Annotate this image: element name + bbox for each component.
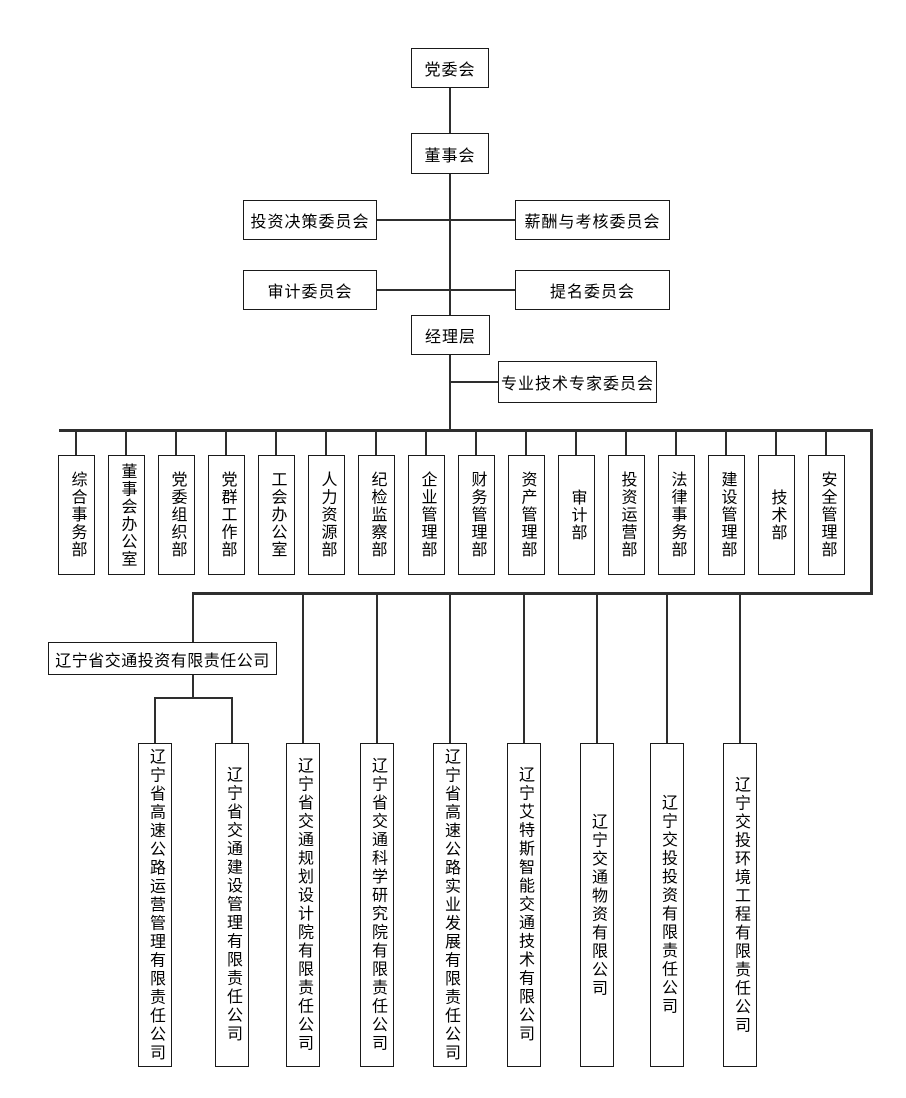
node-department-14: 技术部 bbox=[758, 455, 795, 575]
connector-subsidiary-drop-8 bbox=[739, 595, 741, 743]
connector-dept-drop-13 bbox=[725, 431, 727, 455]
node-management-layer: 经理层 bbox=[411, 315, 490, 355]
connector-dept-drop-0 bbox=[75, 431, 77, 455]
node-subsidiary-7: 辽宁交投投资有限责任公司 bbox=[650, 743, 684, 1067]
department-label: 技术部 bbox=[768, 488, 786, 542]
department-label: 工会办公室 bbox=[268, 471, 286, 559]
node-department-15: 安全管理部 bbox=[808, 455, 845, 575]
node-department-11: 投资运营部 bbox=[608, 455, 645, 575]
connector-expert-branch bbox=[450, 381, 498, 383]
department-label: 投资运营部 bbox=[618, 471, 636, 559]
connector-dept-drop-10 bbox=[575, 431, 577, 455]
node-party-committee: 党委会 bbox=[411, 48, 489, 88]
node-department-9: 资产管理部 bbox=[508, 455, 545, 575]
node-holding-company: 辽宁省交通投资有限责任公司 bbox=[48, 642, 277, 675]
subsidiary-label: 辽宁交通物资有限公司 bbox=[589, 812, 606, 998]
node-department-10: 审计部 bbox=[558, 455, 595, 575]
node-department-2: 党委组织部 bbox=[158, 455, 195, 575]
connector-subsidiary-drop-2 bbox=[302, 595, 304, 743]
connector-committee-row-1 bbox=[377, 219, 516, 221]
subsidiary-label: 辽宁艾特斯智能交通技术有限公司 bbox=[516, 766, 533, 1044]
node-department-13: 建设管理部 bbox=[708, 455, 745, 575]
subsidiary-label: 辽宁省交通建设管理有限责任公司 bbox=[224, 766, 241, 1044]
connector-holding-feed bbox=[192, 595, 194, 642]
node-expert-committee: 专业技术专家委员会 bbox=[498, 361, 657, 403]
node-subsidiary-5: 辽宁艾特斯智能交通技术有限公司 bbox=[507, 743, 541, 1067]
connector-dept-drop-2 bbox=[175, 431, 177, 455]
connector-pair-bus bbox=[154, 697, 233, 699]
department-label: 董事会办公室 bbox=[118, 462, 136, 568]
connector-committee-row-2 bbox=[377, 289, 516, 291]
connector-dept-drop-14 bbox=[775, 431, 777, 455]
department-label: 党群工作部 bbox=[218, 471, 236, 559]
node-subsidiary-8: 辽宁交投环境工程有限责任公司 bbox=[723, 743, 757, 1067]
subsidiary-label: 辽宁交投投资有限责任公司 bbox=[659, 794, 676, 1016]
subsidiary-label: 辽宁省交通规划设计院有限责任公司 bbox=[295, 757, 312, 1053]
node-department-6: 纪检监察部 bbox=[358, 455, 395, 575]
node-board-of-directors: 董事会 bbox=[411, 133, 489, 174]
subsidiary-label: 辽宁交投环境工程有限责任公司 bbox=[732, 775, 749, 1035]
department-label: 人力资源部 bbox=[318, 471, 336, 559]
connector-party-board bbox=[449, 88, 451, 135]
connector-pair-drop-2 bbox=[231, 699, 233, 743]
connector-dept-drop-9 bbox=[525, 431, 527, 455]
connector-subsidiary-drop-5 bbox=[523, 595, 525, 743]
connector-subsidiary-bus bbox=[192, 592, 873, 595]
node-subsidiary-0: 辽宁省高速公路运营管理有限责任公司 bbox=[138, 743, 172, 1067]
connector-holding-drop bbox=[192, 675, 194, 699]
subsidiary-label: 辽宁省交通科学研究院有限责任公司 bbox=[369, 757, 386, 1053]
department-label: 资产管理部 bbox=[518, 471, 536, 559]
department-label: 企业管理部 bbox=[418, 471, 436, 559]
connector-board-management bbox=[449, 174, 451, 316]
node-department-4: 工会办公室 bbox=[258, 455, 295, 575]
node-department-3: 党群工作部 bbox=[208, 455, 245, 575]
node-subsidiary-1: 辽宁省交通建设管理有限责任公司 bbox=[215, 743, 249, 1067]
node-subsidiary-6: 辽宁交通物资有限公司 bbox=[580, 743, 614, 1067]
node-subsidiary-3: 辽宁省交通科学研究院有限责任公司 bbox=[360, 743, 394, 1067]
node-nomination-committee: 提名委员会 bbox=[515, 270, 670, 310]
connector-management-down bbox=[449, 355, 451, 430]
node-investment-decision-committee: 投资决策委员会 bbox=[243, 200, 377, 240]
node-audit-committee: 审计委员会 bbox=[243, 270, 377, 310]
node-subsidiary-2: 辽宁省交通规划设计院有限责任公司 bbox=[286, 743, 320, 1067]
connector-dept-drop-3 bbox=[225, 431, 227, 455]
node-subsidiary-4: 辽宁省高速公路实业发展有限责任公司 bbox=[433, 743, 467, 1067]
node-department-7: 企业管理部 bbox=[408, 455, 445, 575]
connector-subsidiary-drop-7 bbox=[666, 595, 668, 743]
connector-subsidiary-drop-6 bbox=[596, 595, 598, 743]
department-label: 纪检监察部 bbox=[368, 471, 386, 559]
connector-dept-drop-15 bbox=[825, 431, 827, 455]
department-label: 党委组织部 bbox=[168, 471, 186, 559]
subsidiary-label: 辽宁省高速公路实业发展有限责任公司 bbox=[442, 747, 459, 1063]
node-department-0: 综合事务部 bbox=[58, 455, 95, 575]
department-label: 审计部 bbox=[568, 488, 586, 542]
connector-dept-drop-11 bbox=[625, 431, 627, 455]
department-label: 综合事务部 bbox=[68, 471, 86, 559]
connector-dept-drop-1 bbox=[125, 431, 127, 455]
connector-right-feed bbox=[870, 429, 873, 595]
node-department-8: 财务管理部 bbox=[458, 455, 495, 575]
connector-dept-drop-4 bbox=[275, 431, 277, 455]
connector-dept-drop-6 bbox=[375, 431, 377, 455]
connector-dept-drop-8 bbox=[475, 431, 477, 455]
department-label: 法律事务部 bbox=[668, 471, 686, 559]
node-compensation-appraisal-committee: 薪酬与考核委员会 bbox=[515, 200, 670, 240]
department-label: 财务管理部 bbox=[468, 471, 486, 559]
connector-subsidiary-drop-3 bbox=[376, 595, 378, 743]
connector-dept-drop-7 bbox=[425, 431, 427, 455]
connector-department-bus bbox=[59, 429, 873, 432]
connector-dept-drop-5 bbox=[325, 431, 327, 455]
node-department-1: 董事会办公室 bbox=[108, 455, 145, 575]
node-department-5: 人力资源部 bbox=[308, 455, 345, 575]
subsidiary-label: 辽宁省高速公路运营管理有限责任公司 bbox=[147, 747, 164, 1063]
department-label: 建设管理部 bbox=[718, 471, 736, 559]
connector-subsidiary-drop-4 bbox=[449, 595, 451, 743]
connector-dept-drop-12 bbox=[675, 431, 677, 455]
department-label: 安全管理部 bbox=[818, 471, 836, 559]
node-department-12: 法律事务部 bbox=[658, 455, 695, 575]
connector-pair-drop-1 bbox=[154, 699, 156, 743]
